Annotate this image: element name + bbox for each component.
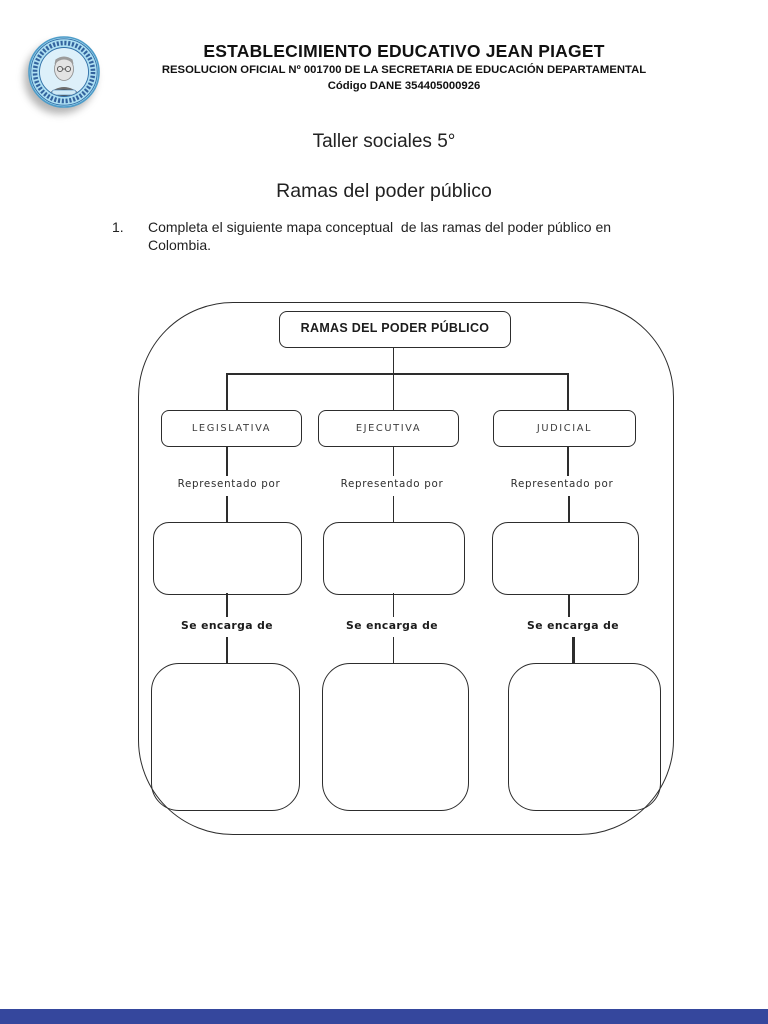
connector-line xyxy=(226,447,228,476)
branch-label: LEGISLATIVA xyxy=(191,423,272,434)
connector-line xyxy=(568,496,570,522)
instruction-number: 1. xyxy=(112,219,124,235)
fill-in-box-duties-legislativa xyxy=(151,663,300,811)
connector-line xyxy=(392,447,394,476)
branch-label: EJECUTIVA xyxy=(355,423,422,434)
instruction-item: 1. Completa el siguiente mapa conceptual… xyxy=(112,218,652,254)
represented-by-label: Representado por xyxy=(340,478,444,490)
connector-line-thick xyxy=(572,637,575,663)
in-charge-label: Se encarga de xyxy=(181,619,273,632)
connector-line xyxy=(567,447,569,476)
school-name: ESTABLECIMIENTO EDUCATIVO JEAN PIAGET xyxy=(203,41,605,61)
branch-node-judicial: JUDICIAL xyxy=(493,410,636,447)
fill-in-box-representative-legislativa xyxy=(153,522,302,595)
connector-line xyxy=(392,593,394,617)
represented-by-label: Representado por xyxy=(177,478,281,490)
root-node-label: RAMAS DEL PODER PÚBLICO xyxy=(300,321,490,335)
fill-in-box-representative-judicial xyxy=(492,522,639,595)
worksheet-subtitle: Ramas del poder público xyxy=(276,180,492,202)
in-charge-label: Se encarga de xyxy=(527,619,619,632)
connector-line xyxy=(392,637,394,663)
connector-crossbar xyxy=(226,373,569,375)
connector-line xyxy=(568,594,570,617)
concept-map-border xyxy=(138,302,674,835)
in-charge-label: Se encarga de xyxy=(346,619,438,632)
connector-line xyxy=(226,637,228,663)
school-dane-code: Código DANE 354405000926 xyxy=(327,80,481,92)
page-footer-bar xyxy=(0,1009,768,1024)
connector-line xyxy=(392,496,394,522)
branch-label: JUDICIAL xyxy=(536,423,593,434)
fill-in-box-duties-ejecutiva xyxy=(322,663,469,811)
school-header: ESTABLECIMIENTO EDUCATIVO JEAN PIAGET RE… xyxy=(0,0,768,120)
connector-drop-judicial xyxy=(567,373,569,411)
fill-in-box-representative-ejecutiva xyxy=(323,522,465,595)
represented-by-label: Representado por xyxy=(510,478,614,490)
connector-drop-ejecutiva xyxy=(392,348,394,411)
instruction-text: Completa el siguiente mapa conceptual de… xyxy=(148,219,615,253)
fill-in-box-duties-judicial xyxy=(508,663,661,811)
connector-line xyxy=(226,496,228,522)
branch-node-ejecutiva: EJECUTIVA xyxy=(318,410,459,447)
connector-line xyxy=(226,593,228,617)
school-resolution: RESOLUCION OFICIAL Nº 001700 DE LA SECRE… xyxy=(161,64,647,76)
branch-node-legislativa: LEGISLATIVA xyxy=(161,410,302,447)
root-node: RAMAS DEL PODER PÚBLICO xyxy=(279,311,511,348)
worksheet-title: Taller sociales 5° xyxy=(312,131,456,152)
connector-drop-legislativa xyxy=(226,373,228,411)
school-seal-icon xyxy=(28,36,100,108)
